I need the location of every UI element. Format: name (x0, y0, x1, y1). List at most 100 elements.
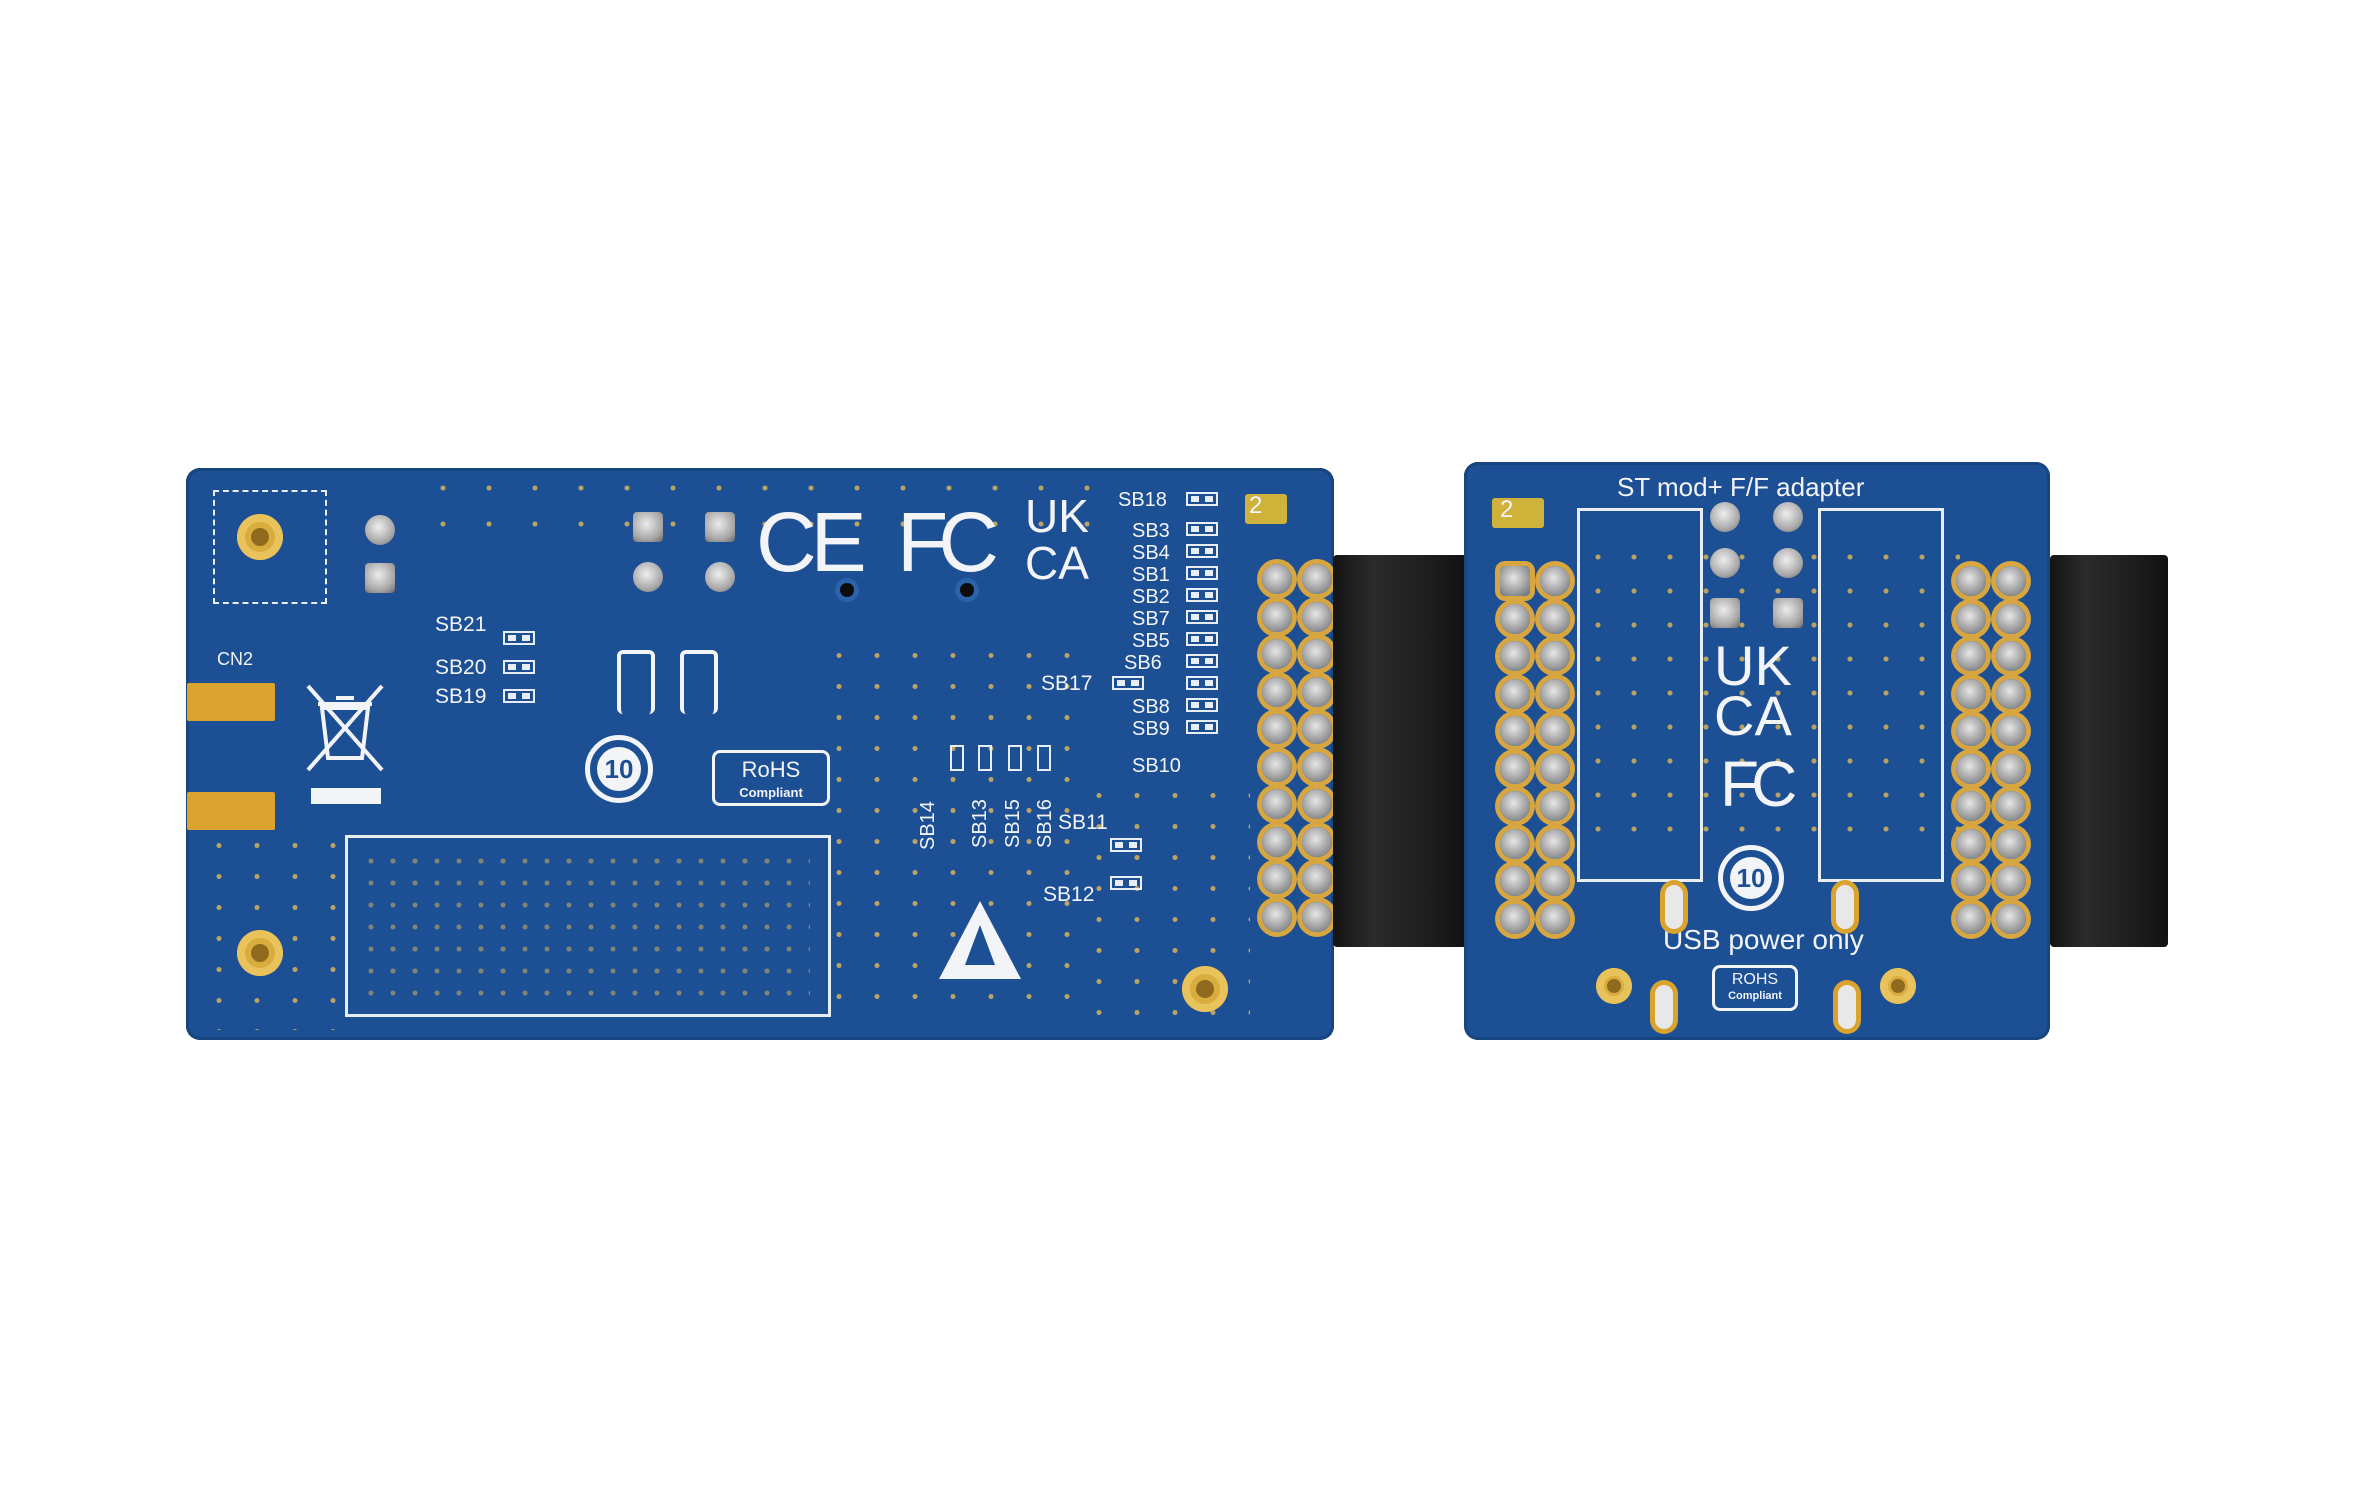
header-pin (1540, 566, 1570, 596)
header-pin (1540, 678, 1570, 709)
solder-bridge-sb18 (1186, 492, 1218, 506)
sb15-label: SB15 (1002, 799, 1024, 848)
epup-10-badge: 10 (585, 735, 653, 803)
header-pin (1996, 716, 2026, 746)
header-pin (1996, 603, 2026, 634)
test-pad-square (633, 512, 663, 542)
adapter-header-left (1496, 562, 1576, 942)
solder-bridge-sb17 (1112, 676, 1144, 690)
sb4-label: SB4 (1132, 542, 1170, 564)
edge-contact-top (187, 683, 275, 721)
header-pin (1500, 678, 1530, 709)
header-pin (1500, 828, 1530, 859)
header-pin (1500, 716, 1530, 746)
usb-shield-tab (1836, 885, 1854, 929)
slot-right (680, 650, 718, 714)
rohs-compliant-mark: RoHS Compliant (712, 750, 830, 806)
sb9-label: SB9 (1132, 718, 1170, 740)
adapter-hole-left (1596, 968, 1632, 1004)
adapter-epup-10-value: 10 (1730, 857, 1772, 899)
sb18-label: SB18 (1118, 489, 1167, 511)
adapter-pad (1773, 598, 1803, 628)
adapter-pin (1710, 548, 1740, 578)
header-pin (1996, 678, 2026, 709)
adapter-pin2-marker (1492, 498, 1544, 528)
header-pin (1956, 603, 1986, 634)
sb19-label: SB19 (435, 685, 487, 708)
adapter-rohs-compliant: Compliant (1728, 990, 1782, 1002)
header-pin (1302, 751, 1332, 782)
via-hole (960, 583, 974, 597)
adapter-hole-right (1880, 968, 1916, 1004)
adapter-pin (1710, 502, 1740, 532)
adapter-epup-10-badge: 10 (1718, 845, 1784, 911)
header-pin (1262, 601, 1292, 632)
header-pin (1262, 901, 1292, 932)
cn2-label: CN2 (217, 649, 254, 669)
header-pin (1302, 789, 1332, 819)
header-pin (1262, 751, 1292, 782)
header-pin (1996, 641, 2026, 671)
header-pin (1302, 639, 1332, 669)
header-pin (1540, 716, 1570, 746)
test-pad (633, 562, 663, 592)
sb12-label: SB12 (1043, 883, 1095, 906)
via-field-main-top (420, 470, 1120, 550)
header-pin (1956, 828, 1986, 859)
header-pin (1956, 566, 1986, 596)
adapter-ukca-bottom: CA (1714, 684, 1792, 747)
solder-bridge-sb6 (1186, 654, 1218, 668)
header-pin (1302, 676, 1332, 707)
adapter-rohs-mark: ROHS Compliant (1712, 965, 1798, 1011)
header-pin (1302, 601, 1332, 632)
header-pin (1540, 866, 1570, 896)
pin2-label: 2 (1249, 492, 1263, 519)
header-pin (1956, 753, 1986, 784)
solder-bridge-sb2 (1186, 588, 1218, 602)
header-pin (1996, 566, 2026, 596)
solder-bridge-sb15 (1008, 745, 1022, 771)
sb13-label: SB13 (969, 799, 991, 848)
header-pin (1996, 753, 2026, 784)
rohs-compliant-text: Compliant (739, 785, 803, 800)
header-pin (1540, 641, 1570, 671)
ukca-mark-bottom: CA (1025, 537, 1089, 589)
solder-bridge-sb3 (1186, 522, 1218, 536)
solder-bridge-extra (1186, 676, 1218, 690)
test-pad (705, 562, 735, 592)
header-pin (1500, 753, 1530, 784)
weee-bar (311, 788, 381, 804)
header-pin (1262, 564, 1292, 594)
solder-bridge-sb11 (1110, 838, 1142, 852)
adapter-fcc-mark: FC (1720, 748, 1797, 820)
sb8-label: SB8 (1132, 696, 1170, 718)
solder-bridge-sb16 (1037, 745, 1051, 771)
header-pin (1500, 566, 1530, 596)
adapter-ukca-top: UK (1714, 634, 1792, 697)
solder-bridge-sb1 (1186, 566, 1218, 580)
mounting-pad-outline (213, 490, 327, 604)
header-pin (1996, 903, 2026, 934)
via-field-main-left (200, 830, 360, 1030)
sb5-label: SB5 (1132, 630, 1170, 652)
via-field-main-center (820, 640, 1080, 1000)
header-pin (1302, 564, 1332, 594)
via-field-adapter (1580, 540, 1960, 860)
header-pin (1996, 828, 2026, 859)
slot-left (617, 650, 655, 714)
header-pin (1956, 716, 1986, 746)
solder-bridge-column (1186, 492, 1222, 748)
header-pin (1500, 791, 1530, 821)
sb14-label: SB14 (917, 801, 939, 850)
sb2-label: SB2 (1132, 586, 1170, 608)
header-pin (1262, 864, 1292, 894)
connector-body-right (2050, 555, 2168, 947)
test-pad-square (705, 512, 735, 542)
test-pad (365, 515, 395, 545)
header-pin (1302, 714, 1332, 744)
adapter-pad (1710, 598, 1740, 628)
solder-bridge-sb20 (503, 660, 535, 674)
usb-shield-tab (1655, 985, 1673, 1029)
weee-bin-icon (306, 684, 384, 772)
solder-bridge-sb21 (503, 631, 535, 645)
